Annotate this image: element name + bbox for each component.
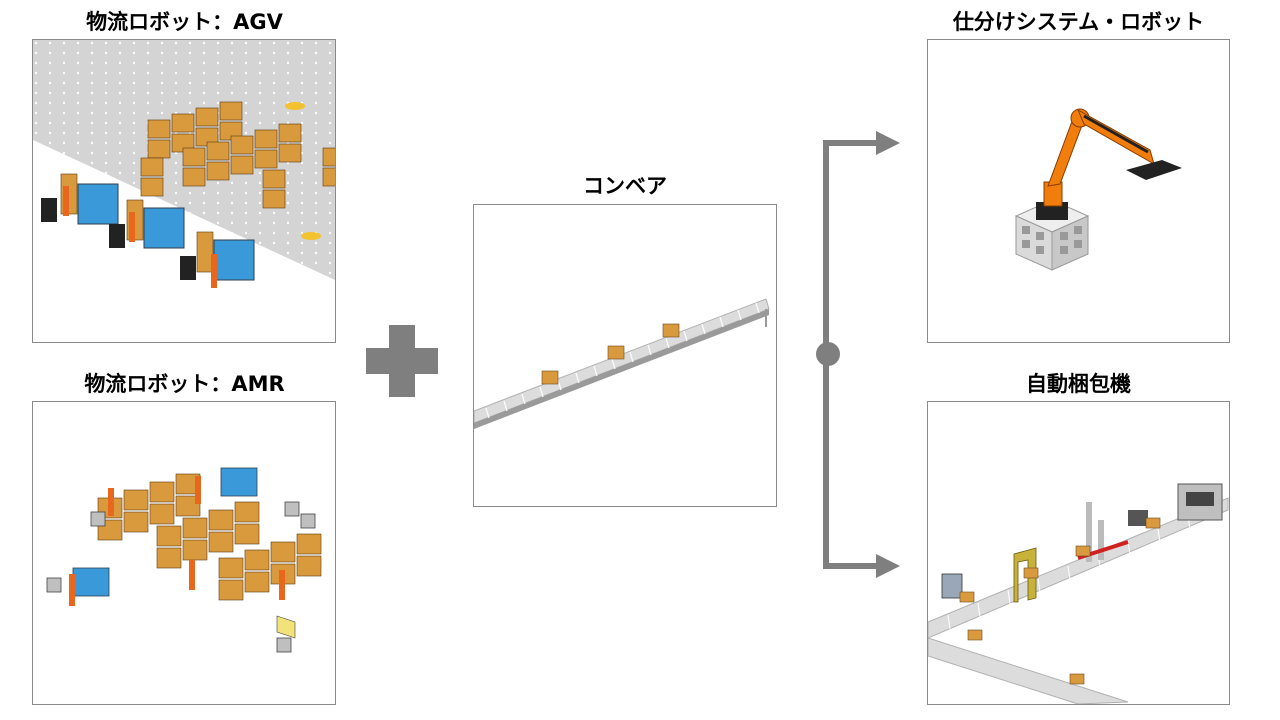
agv-title: 物流ロボット：AGV bbox=[86, 10, 283, 34]
plus-icon bbox=[366, 325, 438, 397]
agv-illustration bbox=[33, 40, 335, 288]
amr-panel bbox=[32, 401, 336, 705]
sorting-panel bbox=[927, 39, 1230, 343]
conveyor-illustration bbox=[474, 298, 770, 429]
packing-title: 自動梱包機 bbox=[1026, 372, 1131, 396]
amr-title: 物流ロボット：AMR bbox=[84, 372, 285, 396]
robot-arm-illustration bbox=[1014, 108, 1182, 271]
packing-line-illustration bbox=[928, 483, 1229, 704]
conveyor-panel bbox=[473, 204, 777, 507]
branch-node bbox=[816, 342, 840, 366]
arrow-to-packing-icon bbox=[876, 554, 900, 578]
packing-panel bbox=[927, 401, 1230, 705]
amr-illustration bbox=[46, 467, 322, 653]
agv-panel bbox=[32, 39, 336, 343]
conveyor-title: コンベア bbox=[583, 174, 667, 198]
arrow-to-sorting-icon bbox=[876, 131, 900, 155]
sorting-title: 仕分けシステム・ロボット bbox=[952, 10, 1205, 34]
